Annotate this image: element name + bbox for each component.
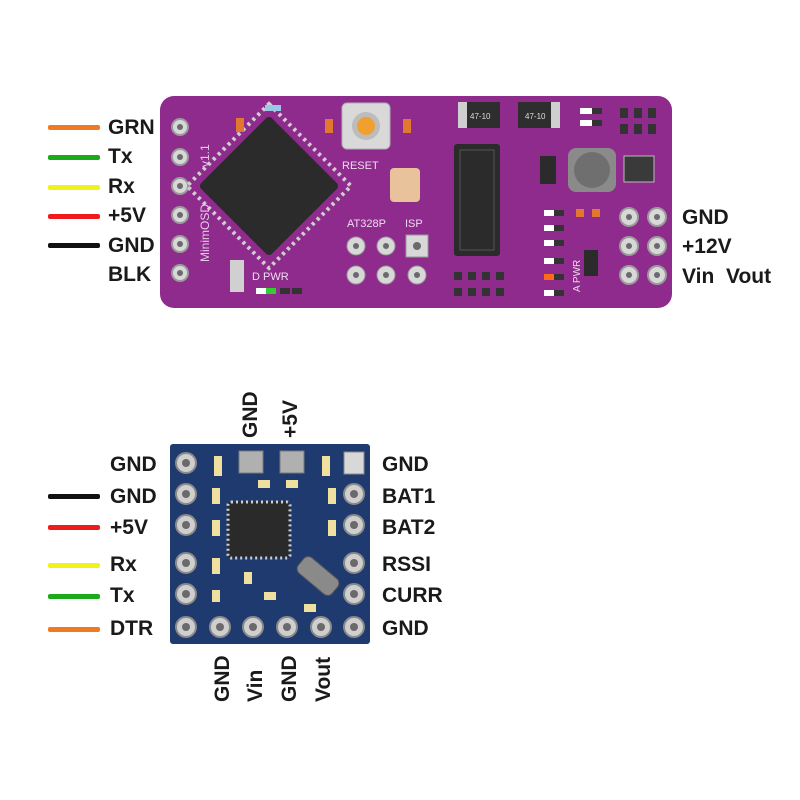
- wire-5v: [48, 214, 100, 219]
- pin-label-grn: GRN: [108, 116, 155, 139]
- wire-tx: [48, 155, 100, 160]
- micro-left-label-2: GND: [110, 485, 157, 508]
- isp-label: ISP: [405, 218, 423, 230]
- right-label-12v: +12V: [682, 235, 732, 258]
- right-label-vout: Vout: [726, 265, 772, 288]
- right-label-vin: Vin: [682, 265, 715, 288]
- d-pwr-label: D PWR: [252, 271, 289, 283]
- wire-rx: [48, 185, 100, 190]
- micro-right-label-6: GND: [382, 617, 429, 640]
- micro-right-label-3: BAT2: [382, 516, 436, 539]
- inductor-1-label: 47-10: [470, 112, 491, 121]
- micro-wire-dtr: [48, 627, 100, 632]
- micro-top-label-5v: +5V: [279, 400, 302, 438]
- micro-minimosd-board: [170, 444, 370, 644]
- micro-left-header: [175, 452, 197, 638]
- micro-bottom-label-1: GND: [211, 655, 234, 702]
- inductor-2-label: 47-10: [525, 112, 546, 121]
- micro-left-label-3: +5V: [110, 516, 148, 539]
- pin-label-gnd: GND: [108, 234, 155, 257]
- right-label-gnd: GND: [682, 206, 729, 229]
- micro-wire-rx: [48, 563, 100, 568]
- micro-mcu-chip: [226, 500, 292, 560]
- micro-top-label-gnd: GND: [239, 391, 262, 438]
- micro-right-label-2: BAT1: [382, 485, 436, 508]
- minimosd-mcu-chip: [184, 101, 354, 271]
- video-chip: [454, 144, 500, 256]
- pin-label-blk: BLK: [108, 263, 152, 286]
- pin-label-5v: +5V: [108, 204, 146, 227]
- micro-bottom-label-2: Vin: [244, 669, 267, 702]
- wire-gnd: [48, 243, 100, 248]
- micro-bottom-header: [209, 616, 332, 638]
- pin-label-rx: Rx: [108, 175, 135, 198]
- micro-bottom-label-4: Vout: [312, 656, 335, 702]
- micro-wire-gnd: [48, 494, 100, 499]
- micro-left-label-4: Rx: [110, 553, 137, 576]
- micro-right-header: [343, 483, 365, 638]
- board-version-text: v1.1: [198, 144, 212, 167]
- minimosd-right-header: [619, 207, 667, 285]
- micro-right-label-1: GND: [382, 453, 429, 476]
- micro-wire-5v: [48, 525, 100, 530]
- reset-label: RESET: [342, 160, 379, 172]
- micro-wire-tx: [48, 594, 100, 599]
- isp-header: [346, 234, 429, 285]
- a-pwr-label: A PWR: [572, 260, 583, 292]
- micro-right-label-4: RSSI: [382, 553, 432, 576]
- mcu-label: AT328P: [347, 218, 386, 230]
- micro-left-label-1: GND: [110, 453, 157, 476]
- pin-label-tx: Tx: [108, 145, 133, 168]
- micro-right-label-5: CURR: [382, 584, 443, 607]
- reset-button: [341, 102, 391, 150]
- wire-grn: [48, 125, 100, 130]
- board-name-text: MinimOSD: [198, 204, 212, 262]
- minimosd-left-header: [171, 118, 189, 282]
- crystal-pad: [390, 168, 420, 202]
- micro-left-label-6: DTR: [110, 617, 154, 640]
- minimosd-board: MinimOSD v1.1 RESET AT328P ISP D PWR: [160, 96, 672, 308]
- micro-left-label-5: Tx: [110, 584, 135, 607]
- micro-bottom-label-3: GND: [278, 655, 301, 702]
